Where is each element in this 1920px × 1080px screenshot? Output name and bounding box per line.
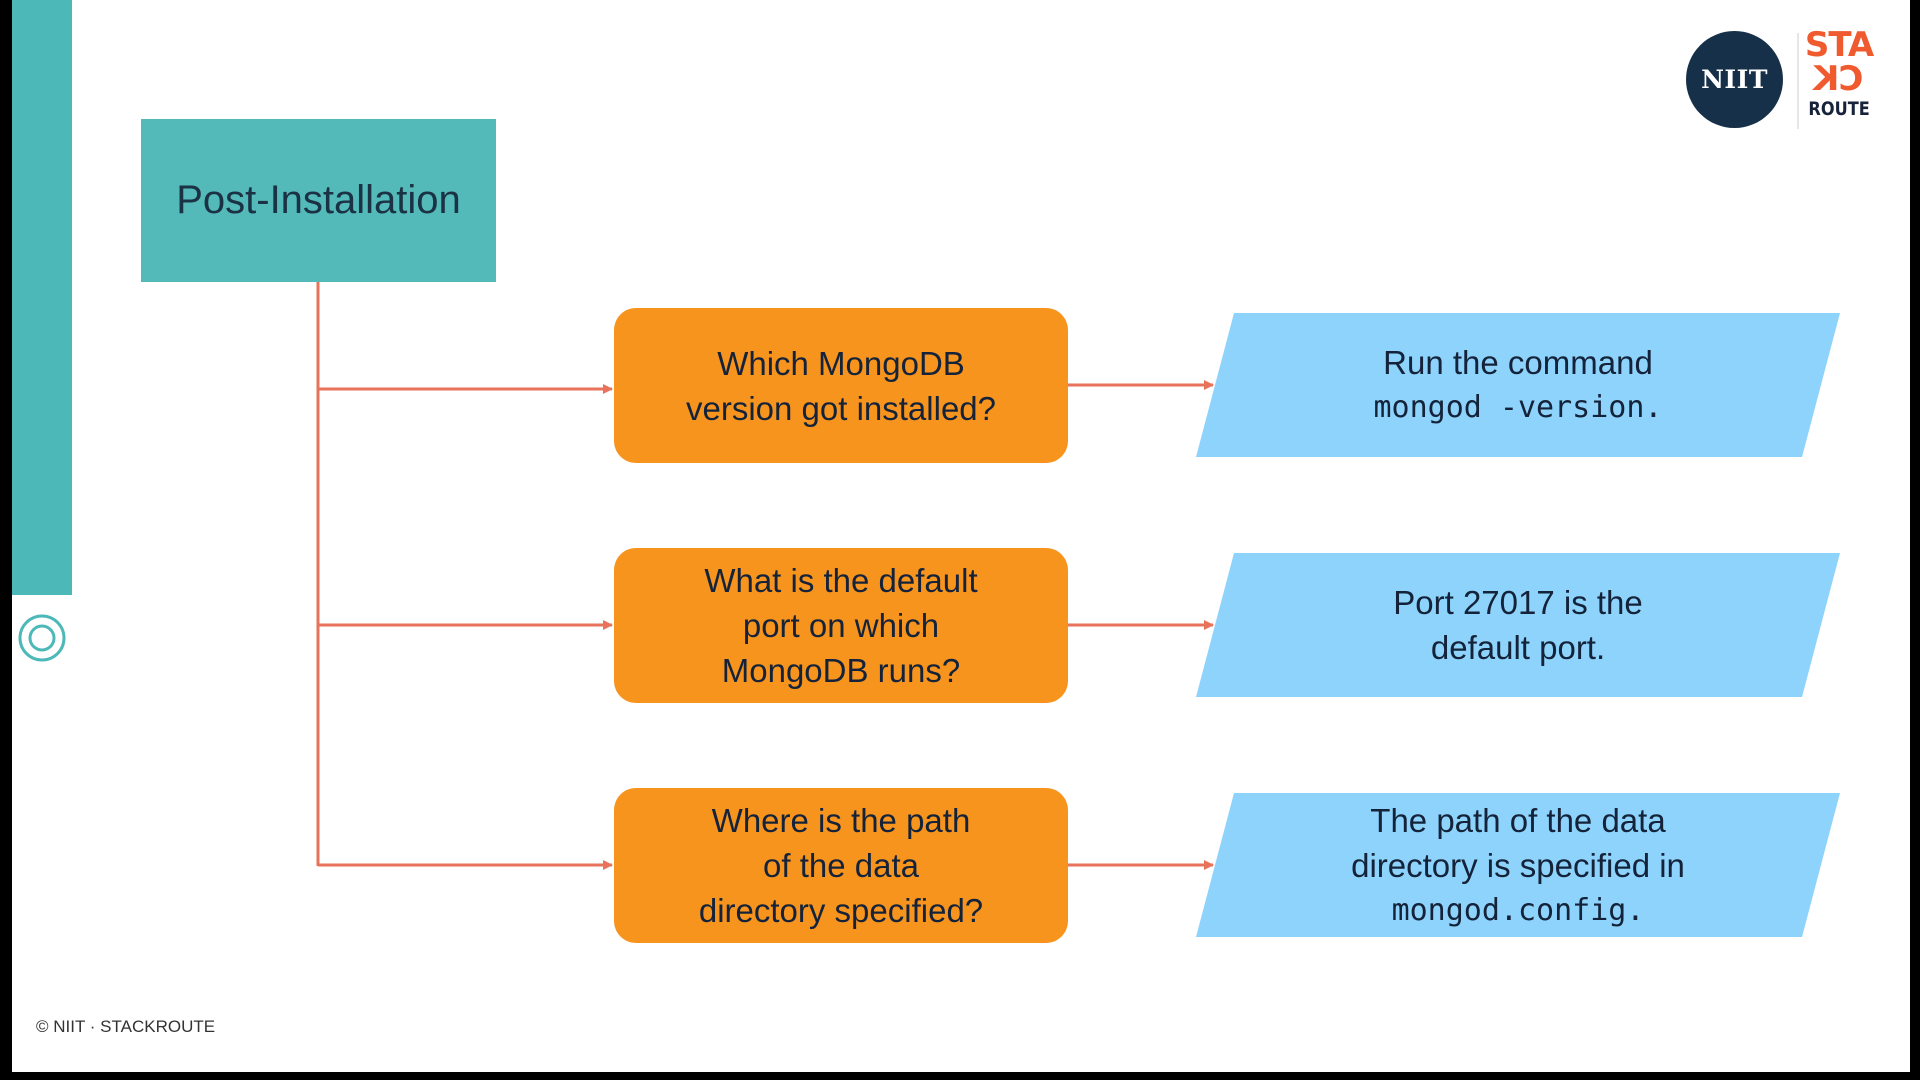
answer-line: directory is specified in: [1351, 846, 1685, 884]
answer-line: default port.: [1430, 629, 1606, 666]
answer-box-version: Run the command mongod -version.: [1196, 313, 1840, 457]
post-installation-box: Post-Installation: [141, 119, 496, 282]
frame-left: [0, 0, 12, 1080]
answer-line: The path of the data: [1370, 801, 1666, 839]
logo-divider: [1797, 33, 1799, 129]
question-text: Where is the path of the data directory …: [698, 802, 984, 929]
answer-box-port: Port 27017 is the default port.: [1196, 553, 1840, 697]
footer-text: © NIIT · STACKROUTE: [36, 1017, 216, 1036]
question-box-data-path: Where is the path of the data directory …: [614, 788, 1068, 943]
question-box-port: What is the default port on which MongoD…: [614, 548, 1068, 703]
ring-icon: [18, 614, 66, 662]
question-text: What is the default port on which MongoD…: [704, 562, 978, 689]
stackroute-logo-line2: CK: [1814, 59, 1864, 99]
stackroute-logo-line3: ROUTE: [1808, 98, 1870, 120]
niit-logo-text: NIIT: [1701, 65, 1768, 94]
post-installation-label: Post-Installation: [176, 178, 461, 222]
footer-copyright: © NIIT · STACKROUTE: [36, 1017, 215, 1037]
question-box-version: Which MongoDB version got installed?: [614, 308, 1068, 463]
question-text: Which MongoDB version got installed?: [685, 344, 997, 427]
accent-bar: [12, 0, 72, 595]
answer-code: mongod.config.: [1391, 892, 1645, 928]
niit-logo: NIIT: [1686, 31, 1783, 128]
frame-right: [1910, 0, 1920, 1080]
answer-code: mongod -version.: [1373, 390, 1663, 425]
answer-line: Port 27017 is the: [1393, 584, 1643, 621]
frame-bottom: [0, 1072, 1920, 1080]
stackroute-logo-line1: STA: [1804, 25, 1874, 65]
answer-box-data-path: The path of the data directory is specif…: [1196, 793, 1840, 937]
stackroute-logo: STA CK ROUTE: [1804, 25, 1874, 120]
answer-line: Run the command: [1383, 344, 1653, 381]
